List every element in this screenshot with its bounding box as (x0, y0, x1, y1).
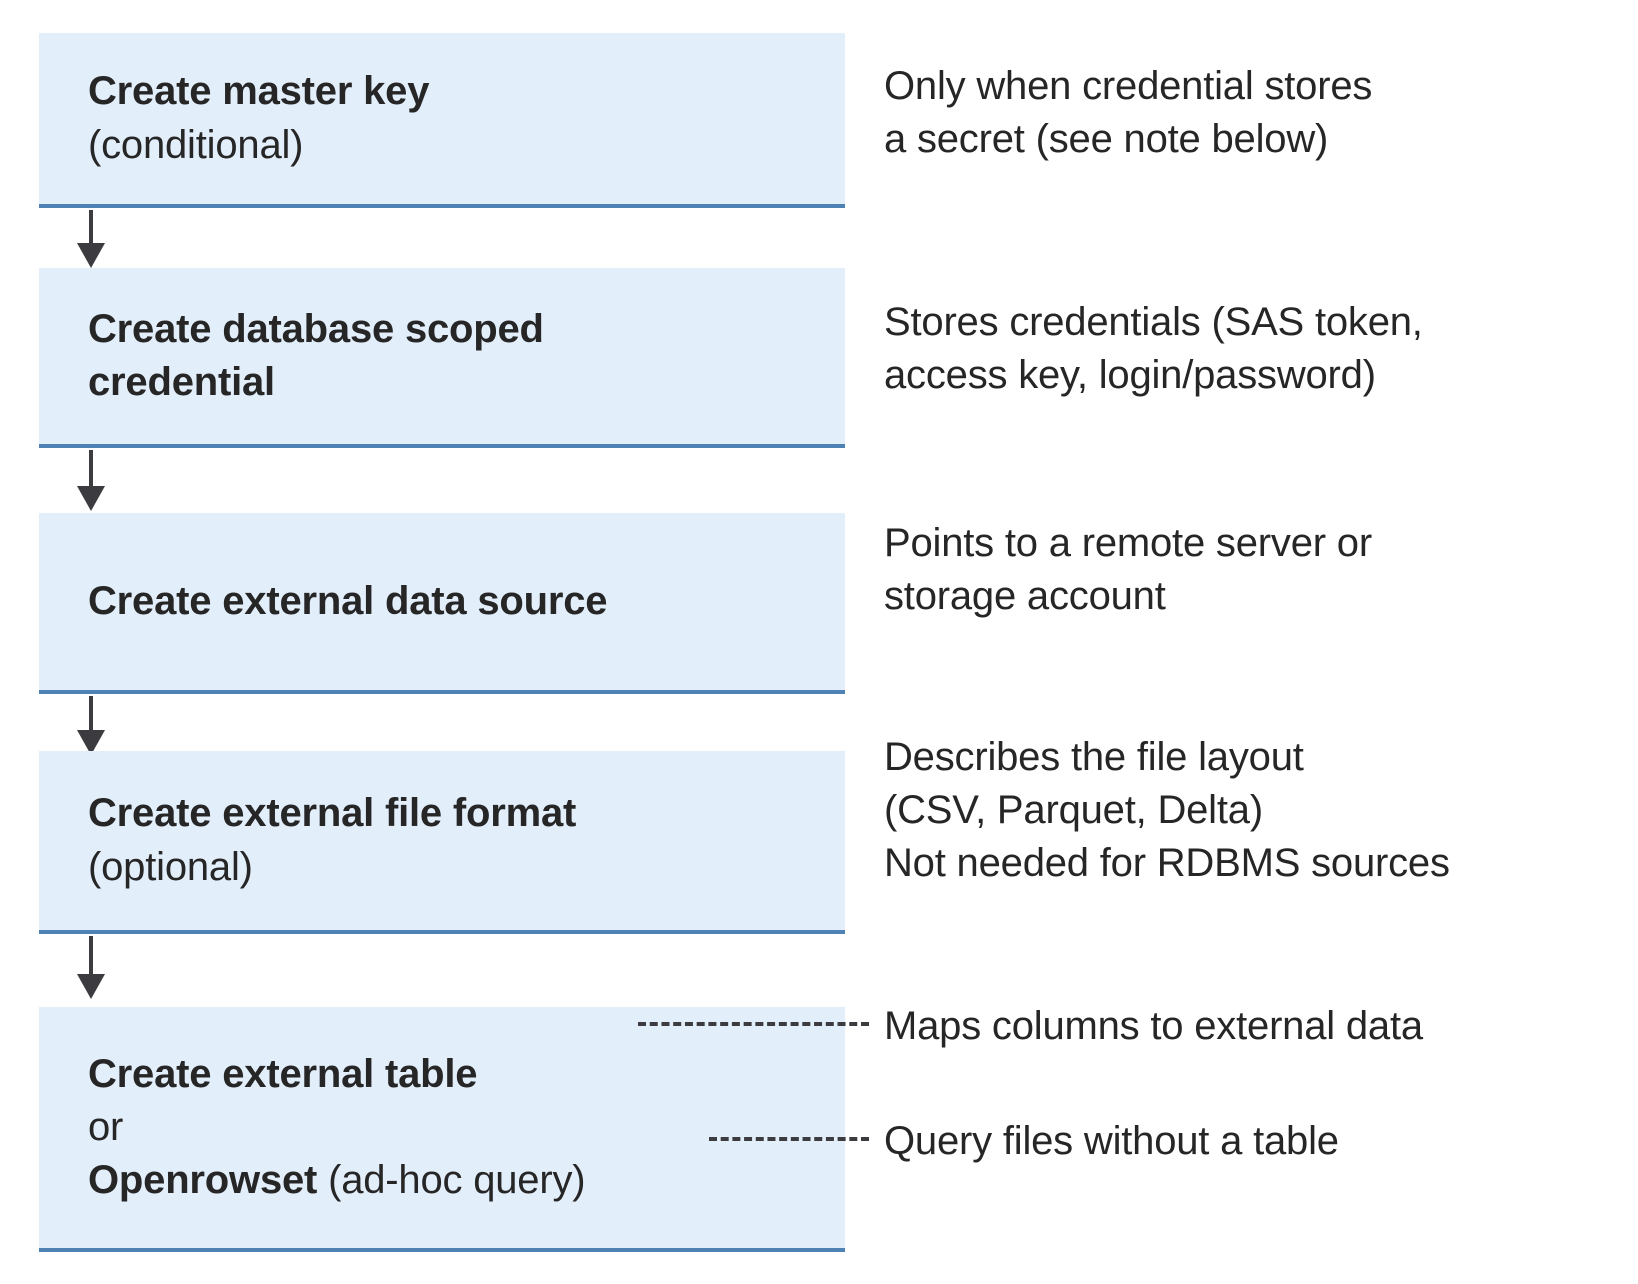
annotation-create-master-key: Only when credential stores a secret (se… (884, 60, 1372, 166)
step-label-line: Create external table (88, 1051, 478, 1096)
annotation-line: access key, login/password) (884, 353, 1376, 398)
step-box-create-database-scoped-credential[interactable]: Create database scoped credential (39, 268, 845, 448)
dashed-connector-external-table (638, 1022, 869, 1026)
step-label-line: Create external file format (88, 791, 577, 836)
annotation-line: Maps columns to external data (884, 1004, 1423, 1048)
annotation-create-external-table: Maps columns to external data (884, 1000, 1423, 1053)
annotation-create-database-scoped-credential: Stores credentials (SAS token, access ke… (884, 296, 1423, 402)
annotation-openrowset: Query files without a table (884, 1115, 1339, 1168)
annotation-create-external-data-source: Points to a remote server or storage acc… (884, 517, 1372, 623)
flow-arrow-4 (77, 936, 105, 1006)
annotation-line: storage account (884, 574, 1166, 619)
step-box-create-external-table-or-openrowset[interactable]: Create external table or Openrowset (ad-… (39, 1007, 845, 1252)
step-sublabel-line: (optional) (88, 844, 253, 889)
step-sublabel-line: (conditional) (88, 122, 304, 167)
step-box-create-master-key[interactable]: Create master key (conditional) (39, 33, 845, 208)
step-label-line: Create master key (88, 69, 430, 114)
step-conjunction-line: or (88, 1104, 124, 1149)
step-label-line: credential (88, 360, 275, 404)
dashed-connector-openrowset (709, 1137, 869, 1141)
flow-arrow-3 (77, 696, 105, 756)
step-box-create-external-data-source[interactable]: Create external data source (39, 513, 845, 694)
step-alt-label-bold: Openrowset (88, 1158, 318, 1203)
flow-arrow-2 (77, 450, 105, 513)
step-alt-label-line: Openrowset (ad-hoc query) (88, 1154, 835, 1207)
annotation-line: Points to a remote server or (884, 521, 1372, 565)
annotation-line: Only when credential stores (884, 64, 1373, 108)
step-box-create-external-file-format[interactable]: Create external file format (optional) (39, 751, 845, 934)
step-alt-label-normal: (ad-hoc query) (317, 1158, 586, 1203)
annotation-line: Stores credentials (SAS token, (884, 300, 1423, 344)
annotation-line: (CSV, Parquet, Delta) (884, 788, 1263, 833)
annotation-line: Not needed for RDBMS sources (884, 841, 1450, 886)
annotation-line: a secret (see note below) (884, 117, 1329, 162)
step-label-line: Create external data source (88, 578, 608, 623)
step-label-line: Create database scoped (88, 306, 544, 351)
annotation-line: Query files without a table (884, 1119, 1339, 1163)
annotation-line: Describes the file layout (884, 735, 1304, 779)
annotation-create-external-file-format: Describes the file layout (CSV, Parquet,… (884, 731, 1450, 891)
flow-arrow-1 (77, 210, 105, 268)
